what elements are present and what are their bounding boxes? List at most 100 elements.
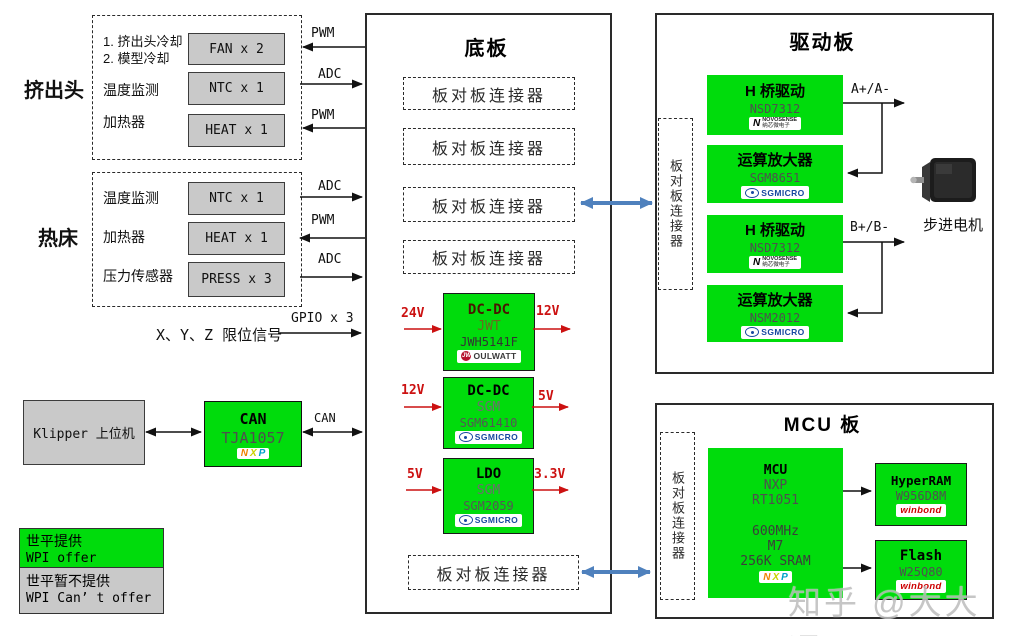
hotbed-temp-label: 温度监测 [103, 190, 159, 206]
pwm-signal-label-2: PWM [311, 108, 335, 123]
mcu-sram: 256K SRAM [740, 554, 811, 569]
legend-offer-cn: 世平提供 [26, 533, 82, 549]
gpio-signal-label: GPIO x 3 [291, 311, 354, 326]
chip-part: NSM2012 [749, 310, 801, 325]
chip-part: JWH5141F [460, 334, 518, 349]
hotbed-heater-label: 加热器 [103, 229, 145, 245]
chip-part: SGM61410 [459, 415, 518, 430]
mcu-freq: 600MHz [752, 524, 799, 539]
sgmicro-logo: SGMICRO [741, 325, 809, 339]
chip-part: SGM8651 [749, 171, 801, 185]
legend-not-offer: 世平暂不提供 WPI Can’ t offer [19, 568, 164, 614]
driverboard-b2b-connector: 板对板连接器 [658, 118, 693, 290]
fan-box: FAN x 2 [188, 33, 285, 65]
hotbed-press-label: 压力传感器 [103, 268, 173, 284]
vout-3v3-label: 3.3V [534, 467, 566, 482]
chip-title: H 桥驱动 [744, 222, 805, 239]
can-chip-title: CAN [239, 409, 267, 428]
chip-title: 运算放大器 [737, 152, 813, 169]
opamp-chip-2: 运算放大器 NSM2012 SGMICRO [707, 285, 843, 342]
legend-not-offer-cn: 世平暂不提供 [26, 573, 110, 589]
vout-12v-label: 12V [536, 304, 560, 319]
chip-vendor: SGM [476, 399, 501, 415]
board-connector-2: 板对板连接器 [403, 128, 575, 165]
extruder-ntc-box: NTC x 1 [188, 72, 285, 105]
chip-vendor: SGM [476, 482, 501, 498]
legend-offer: 世平提供 WPI offer [19, 528, 164, 568]
pwm-signal-label-1: PWM [311, 26, 335, 41]
legend-not-offer-en: WPI Can’ t offer [26, 591, 152, 606]
sgmicro-logo: SGMICRO [454, 513, 523, 527]
chip-vendor: JWT [477, 318, 501, 334]
chip-title: DC-DC [467, 382, 510, 399]
legend-offer-en: WPI offer [26, 551, 97, 566]
hotbed-label: 热床 [38, 228, 78, 250]
hyperram-chip: HyperRAM W956D8M winbond [875, 463, 967, 526]
can-signal-label: CAN [314, 411, 336, 425]
mcu-core: M7 [767, 539, 784, 554]
winbond-logo: winbond [896, 579, 946, 593]
chip-title: MCU [763, 463, 788, 478]
hotbed-heat-box: HEAT x 1 [188, 222, 285, 255]
extruder-note-2: 2. 模型冷却 [103, 51, 170, 66]
extruder-temp-label: 温度监测 [103, 82, 159, 98]
phase-b-label: B+/B- [850, 220, 890, 235]
chip-part: W956D8M [895, 488, 947, 503]
chip-part: SGM2059 [463, 498, 514, 513]
extruder-heater-label: 加热器 [103, 114, 145, 130]
chip-title: LDO [475, 465, 502, 482]
chip-part: NSD7312 [749, 241, 801, 255]
chip-title: H 桥驱动 [744, 83, 805, 100]
winbond-logo: winbond [896, 503, 946, 517]
adc-signal-label-3: ADC [318, 252, 342, 267]
vin-5v-label: 5V [407, 467, 423, 482]
ldo-sgm-chip: LDO SGM SGM2059 SGMICRO [443, 458, 534, 534]
chip-title: 运算放大器 [737, 291, 813, 309]
board-connector-5: 板对板连接器 [408, 555, 579, 590]
mcuboard-b2b-connector: 板对板连接器 [660, 432, 695, 600]
chip-title: HyperRAM [890, 472, 952, 488]
hotbed-ntc-box: NTC x 1 [188, 182, 285, 215]
flash-chip: Flash W25Q80 winbond [875, 540, 967, 600]
dcdc-sgm-chip: DC-DC SGM SGM61410 SGMICRO [443, 377, 534, 449]
opamp-chip-1: 运算放大器 SGM8651 SGMICRO [707, 145, 843, 203]
watermark: 知乎 @大大通 [788, 584, 981, 636]
mcu-vendor: NXP [763, 478, 788, 493]
chip-part: W25Q80 [899, 564, 943, 579]
chip-part: NSD7312 [749, 102, 801, 116]
mcuboard-title: MCU 板 [783, 415, 862, 436]
extruder-label: 挤出头 [24, 80, 84, 102]
mcu-part: RT1051 [752, 493, 799, 508]
baseboard-title: 底板 [464, 38, 509, 60]
chip-title: Flash [899, 547, 943, 564]
vin-24v-label: 24V [401, 306, 425, 321]
extruder-heat-box: HEAT x 1 [188, 114, 285, 147]
stepper-motor-label: 步进电机 [923, 217, 984, 234]
board-connector-1: 板对板连接器 [403, 77, 575, 110]
can-chip-part: TJA1057 [221, 428, 285, 447]
hotbed-press-box: PRESS x 3 [188, 262, 285, 297]
extruder-note-1: 1. 挤出头冷却 [103, 34, 183, 49]
board-connector-3: 板对板连接器 [403, 187, 575, 222]
pwm-signal-label-3: PWM [311, 213, 335, 228]
vout-5v-label: 5V [538, 389, 554, 404]
adc-signal-label-1: ADC [318, 67, 342, 82]
chip-title: DC-DC [467, 301, 511, 318]
vin-12v-label: 12V [401, 383, 425, 398]
phase-a-label: A+/A- [851, 82, 891, 97]
limit-signal-label: X、Y、Z 限位信号 [156, 326, 283, 344]
board-connector-4: 板对板连接器 [403, 240, 575, 274]
stepper-motor-image [910, 158, 976, 202]
klipper-host-box: Klipper 上位机 [23, 400, 145, 465]
